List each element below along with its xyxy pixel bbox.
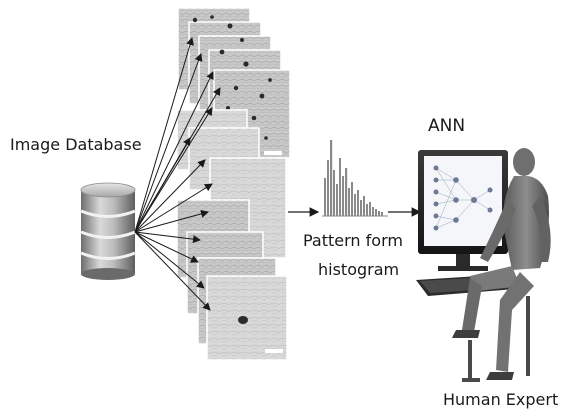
pattern-form-label: Pattern form: [303, 231, 403, 250]
histogram-icon: [322, 140, 388, 217]
human-figure-icon: [452, 148, 551, 382]
ann-label: ANN: [428, 116, 466, 136]
fan-arrows: [134, 37, 221, 311]
database-icon: [80, 182, 136, 280]
monitor-ann-icon: [418, 150, 508, 271]
micrograph-stack: [176, 7, 291, 361]
image-database-label: Image Database: [10, 135, 142, 154]
histogram-label: histogram: [318, 260, 400, 279]
human-expert-label: Human Expert: [443, 390, 559, 409]
